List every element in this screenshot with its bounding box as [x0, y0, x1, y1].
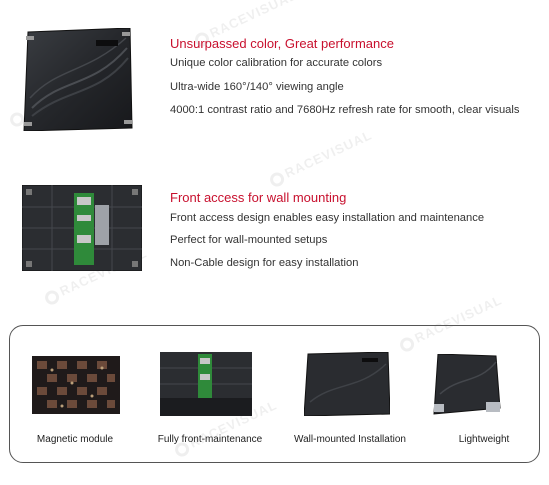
feature-line: 4000:1 contrast ratio and 7680Hz refresh…: [170, 104, 520, 116]
front-maintenance-image: [160, 352, 252, 416]
feature-front-access: Front access for wall mounting Front acc…: [0, 180, 549, 290]
feature-line: Ultra-wide 160°/140° viewing angle: [170, 81, 344, 93]
feature-color-performance: Unsurpassed color, Great performance Uni…: [0, 0, 549, 150]
gallery-item-magnetic-module: Magnetic module: [10, 326, 140, 464]
feature-line: Non-Cable design for easy installation: [170, 257, 359, 269]
led-panel-back-image: [23, 28, 133, 131]
gallery-item-wall-mounted: Wall-mounted Installation: [280, 326, 420, 464]
gallery-label: Fully front-maintenance: [157, 434, 263, 445]
feature-line: Perfect for wall-mounted setups: [170, 234, 328, 246]
lightweight-image: [433, 354, 501, 415]
feature-gallery: Magnetic module Fully front-maintenance …: [9, 325, 540, 463]
gallery-item-front-maintenance: Fully front-maintenance: [140, 326, 280, 464]
feature-title: Unsurpassed color, Great performance: [170, 36, 394, 51]
gallery-label: Magnetic module: [36, 434, 114, 445]
wall-mounted-image: [304, 352, 390, 416]
feature-line: Unique color calibration for accurate co…: [170, 57, 383, 69]
feature-title: Front access for wall mounting: [170, 190, 347, 205]
gallery-label: Lightweight: [458, 434, 510, 445]
watermark-logo-icon: [42, 287, 62, 307]
gallery-item-lightweight: Lightweight: [420, 326, 540, 464]
gallery-label: Wall-mounted Installation: [294, 434, 406, 445]
magnetic-module-image: [32, 356, 120, 414]
led-panel-front-image: [22, 185, 142, 271]
feature-line: Front access design enables easy install…: [170, 212, 485, 224]
